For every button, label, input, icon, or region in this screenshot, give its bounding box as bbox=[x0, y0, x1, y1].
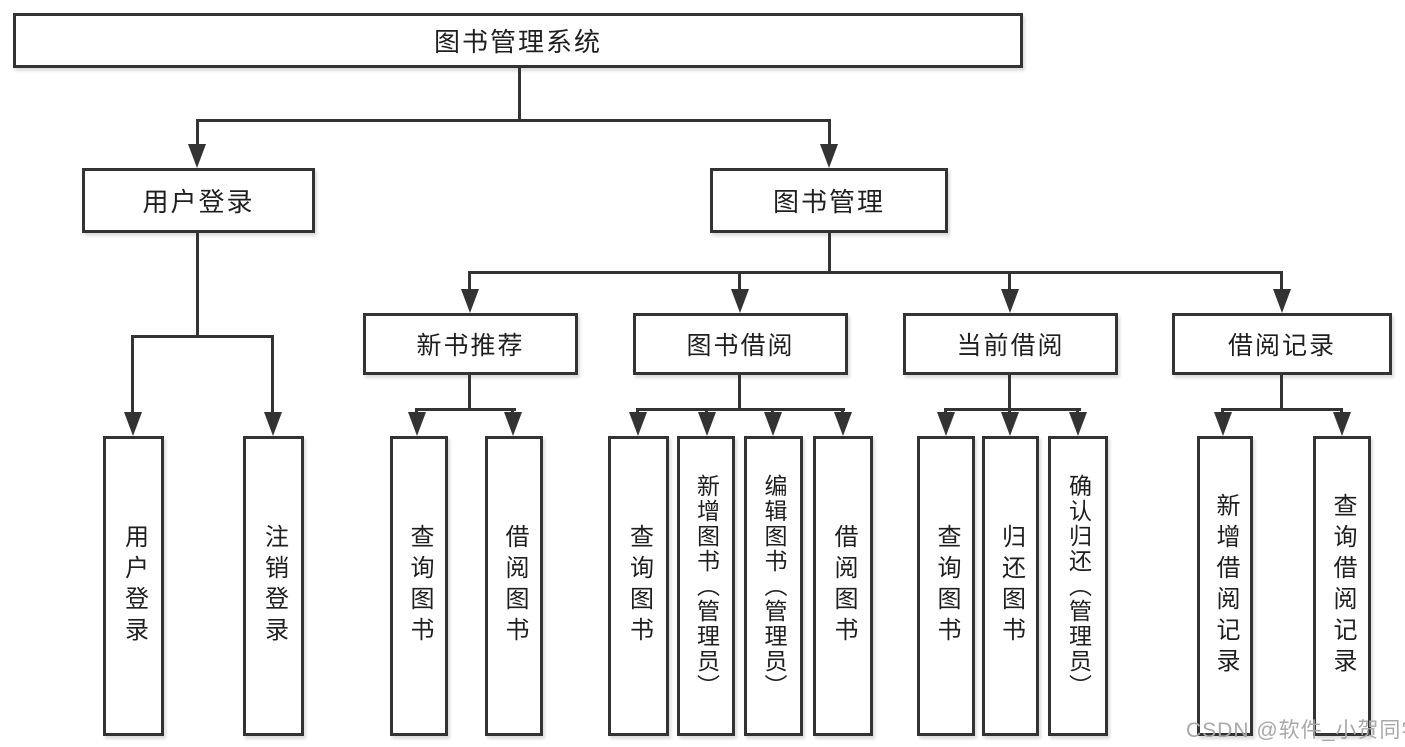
node-label: 图书借阅 bbox=[686, 332, 795, 360]
node-label: 新增图书（管理员） bbox=[693, 473, 720, 699]
arrowhead-down bbox=[1069, 412, 1087, 436]
connector-line-userlogin-stem bbox=[196, 232, 199, 337]
connector-line-userlogin-rail bbox=[131, 335, 274, 338]
node-label: 查询图书 bbox=[406, 524, 433, 648]
connector-line-recommend-rail bbox=[415, 408, 516, 411]
connector-line-drop bbox=[468, 271, 471, 293]
node-root: 图书管理系统 bbox=[13, 13, 1023, 68]
connector-line-drop bbox=[196, 119, 199, 147]
arrowhead-down bbox=[1001, 289, 1019, 313]
arrowhead-down bbox=[124, 412, 142, 436]
node-label: 图书管理系统 bbox=[433, 27, 602, 57]
node-label: 新书推荐 bbox=[416, 332, 525, 360]
leaf-add-book-admin: 新增图书（管理员） bbox=[677, 436, 735, 736]
leaf-add-borrow-record: 新增借阅记录 bbox=[1197, 436, 1253, 736]
arrowhead-down bbox=[731, 289, 749, 313]
connector-line-drop bbox=[1280, 271, 1283, 293]
node-label: 新增借阅记录 bbox=[1212, 493, 1239, 679]
arrowhead-down bbox=[1214, 412, 1232, 436]
node-label: 当前借阅 bbox=[956, 332, 1065, 360]
node-borrowing-records: 借阅记录 bbox=[1172, 313, 1392, 375]
arrowhead-down bbox=[834, 412, 852, 436]
node-label: 查询图书 bbox=[933, 524, 960, 648]
leaf-query-books-under-current: 查询图书 bbox=[917, 436, 975, 736]
connector-line-recommend-stem bbox=[468, 373, 471, 410]
connector-line-current-stem bbox=[1008, 373, 1011, 410]
connector-line-drop bbox=[131, 335, 134, 415]
node-new-book-recommendation: 新书推荐 bbox=[363, 313, 578, 375]
connector-line-drop bbox=[271, 335, 274, 415]
connector-line-bookmgmt-rail bbox=[468, 271, 1282, 274]
arrowhead-down bbox=[188, 144, 206, 168]
connector-line-current-rail bbox=[944, 408, 1081, 411]
node-book-management: 图书管理 bbox=[710, 168, 948, 233]
node-label: 借阅图书 bbox=[501, 524, 528, 648]
csdn-watermark: CSDN @软件_小贺同学 bbox=[1186, 719, 1405, 742]
connector-line-drop bbox=[738, 271, 741, 293]
arrowhead-down bbox=[629, 412, 647, 436]
connector-line-root-stem bbox=[518, 67, 521, 121]
arrowhead-down bbox=[764, 412, 782, 436]
leaf-user-login: 用户登录 bbox=[103, 436, 164, 736]
arrowhead-down bbox=[937, 412, 955, 436]
node-label: 注销登录 bbox=[260, 524, 288, 648]
arrowhead-down bbox=[461, 289, 479, 313]
arrowhead-down bbox=[504, 412, 522, 436]
leaf-borrow-books-under-borrowing: 借阅图书 bbox=[813, 436, 873, 736]
connector-line-bookmgmt-stem bbox=[828, 232, 831, 273]
leaf-query-books-under-recommend: 查询图书 bbox=[390, 436, 448, 736]
node-label: 查询借阅记录 bbox=[1329, 493, 1356, 679]
arrowhead-down bbox=[698, 412, 716, 436]
node-label: 确认归还（管理员） bbox=[1065, 473, 1092, 699]
node-label: 用户登录 bbox=[142, 187, 255, 217]
node-label: 用户登录 bbox=[120, 524, 148, 648]
leaf-confirm-return-admin: 确认归还（管理员） bbox=[1048, 436, 1108, 736]
arrowhead-down bbox=[1333, 412, 1351, 436]
node-label: 编辑图书（管理员） bbox=[761, 473, 787, 699]
leaf-borrow-books-under-recommend: 借阅图书 bbox=[485, 436, 543, 736]
node-label: 图书管理 bbox=[772, 187, 885, 217]
arrowhead-down bbox=[264, 412, 282, 436]
connector-line-borrowing-stem bbox=[738, 373, 741, 410]
leaf-query-books-under-borrowing: 查询图书 bbox=[608, 436, 669, 736]
node-label: 归还图书 bbox=[997, 524, 1025, 648]
node-current-borrowing: 当前借阅 bbox=[903, 313, 1118, 375]
connector-line-borrowing-rail bbox=[636, 408, 845, 411]
arrowhead-down bbox=[1001, 412, 1019, 436]
leaf-query-borrow-record: 查询借阅记录 bbox=[1313, 436, 1371, 736]
node-user-login: 用户登录 bbox=[82, 168, 315, 233]
node-label: 查询图书 bbox=[625, 524, 653, 648]
node-book-borrowing: 图书借阅 bbox=[633, 313, 848, 375]
node-label: 借阅图书 bbox=[830, 524, 857, 648]
leaf-return-books: 归还图书 bbox=[982, 436, 1039, 736]
leaf-edit-book-admin: 编辑图书（管理员） bbox=[744, 436, 803, 736]
arrowhead-down bbox=[820, 144, 838, 168]
connector-line-drop bbox=[1008, 271, 1011, 293]
connector-line-records-stem bbox=[1280, 373, 1283, 410]
node-label: 借阅记录 bbox=[1227, 332, 1336, 360]
leaf-logout: 注销登录 bbox=[243, 436, 304, 736]
arrowhead-down bbox=[408, 412, 426, 436]
connector-line-root-rail bbox=[196, 119, 831, 122]
arrowhead-down bbox=[1273, 289, 1291, 313]
connector-line-drop bbox=[828, 119, 831, 147]
connector-line-records-rail bbox=[1221, 408, 1343, 411]
